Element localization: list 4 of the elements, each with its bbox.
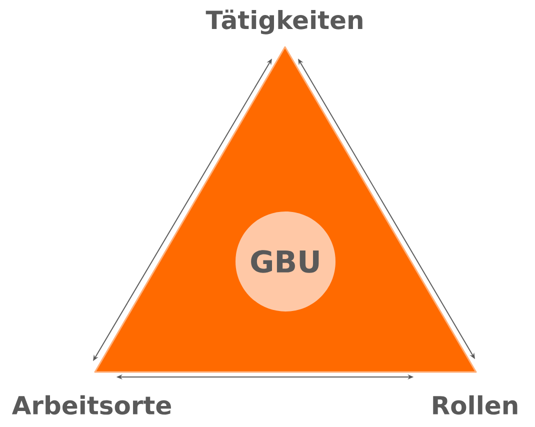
corner-label: Arbeitsorte (12, 395, 171, 415)
corner-label: Rollen (433, 395, 518, 415)
corner-label: Tätigkeiten (206, 10, 362, 34)
circle-label: GBU (236, 212, 336, 312)
